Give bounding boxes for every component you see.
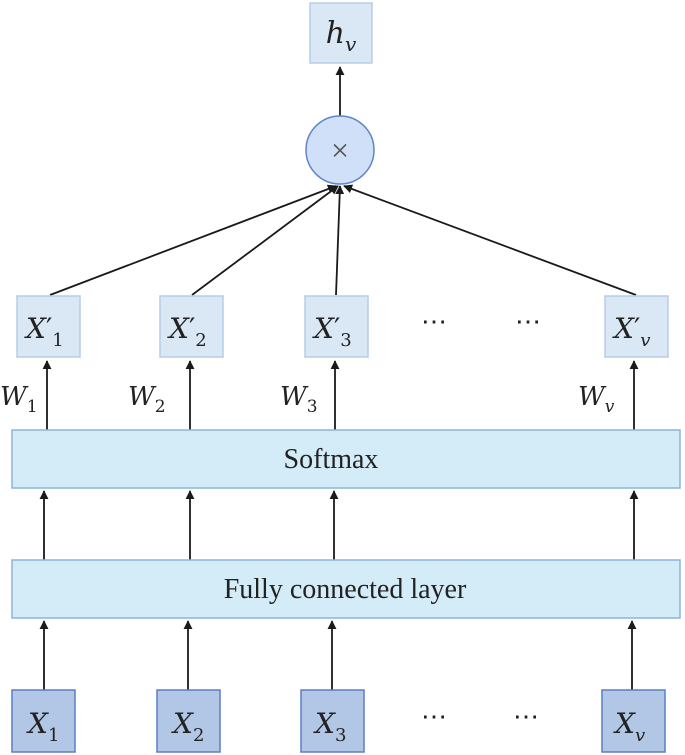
arrow-x2-to-multiply <box>191 185 339 296</box>
ellipsis-top-1: ⋯ <box>421 307 447 336</box>
input-node-v: Xv <box>601 689 666 753</box>
ellipsis-top-2: ⋯ <box>515 307 541 336</box>
fully-connected-layer: Fully connected layer <box>11 559 681 619</box>
output-sub: v <box>345 32 357 56</box>
ellipsis-bottom-1: ⋯ <box>421 702 447 731</box>
arrow-x1-to-multiply <box>49 184 337 296</box>
weight-label-2: W2 <box>128 382 166 417</box>
weight-label-1: W1 <box>0 382 38 417</box>
multiply-node: × <box>305 115 375 185</box>
svg-text:X1: X1 <box>26 707 59 746</box>
weighted-input-2: X′2 <box>159 295 224 358</box>
weighted-input-3: X′3 <box>304 295 369 358</box>
output-label: h <box>326 16 345 51</box>
svg-text:hv: hv <box>326 16 357 56</box>
softmax-label: Softmax <box>284 444 379 475</box>
input-node-2: X2 <box>156 689 221 753</box>
svg-text:X′3: X′3 <box>312 312 352 351</box>
fc-label: Fully connected layer <box>224 574 467 605</box>
weighted-input-1: X′1 <box>16 295 81 358</box>
weight-label-3: W3 <box>280 382 318 417</box>
output-node: hv <box>309 2 373 64</box>
svg-text:X′2: X′2 <box>167 312 207 351</box>
multiply-icon: × <box>331 132 349 168</box>
arrow-x3-to-multiply <box>335 185 345 296</box>
ellipsis-bottom-2: ⋯ <box>513 702 539 731</box>
input-node-1: X1 <box>11 689 76 753</box>
svg-text:X′v: X′v <box>612 312 650 351</box>
weight-label-v: Wv <box>578 382 615 417</box>
svg-text:X2: X2 <box>171 707 204 746</box>
svg-text:X′1: X′1 <box>24 312 64 351</box>
svg-text:X3: X3 <box>313 707 346 746</box>
weighted-input-v: X′v <box>604 295 669 358</box>
svg-text:Xv: Xv <box>613 707 645 746</box>
softmax-layer: Softmax <box>11 429 681 489</box>
input-node-3: X3 <box>300 689 365 753</box>
arrow-xv-to-multiply <box>343 184 637 296</box>
